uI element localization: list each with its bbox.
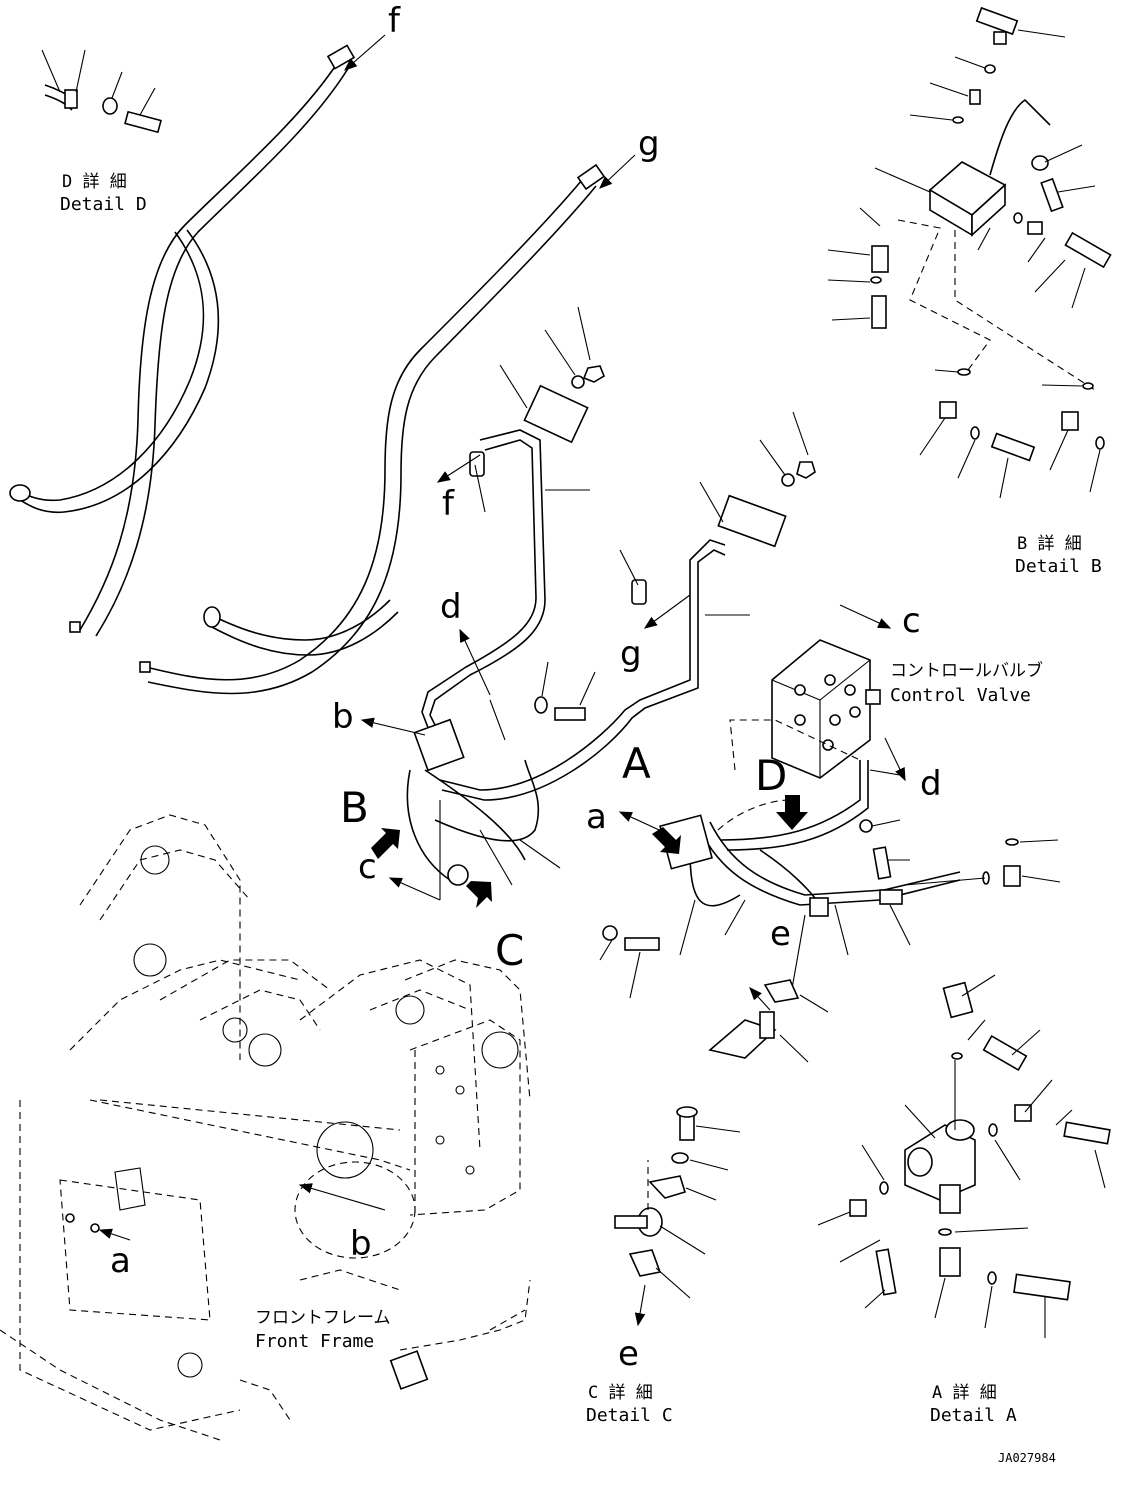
front-frame-label-ja: フロントフレーム [255, 1308, 391, 1328]
detail-d-title-ja: D 詳 細 [62, 172, 127, 192]
control-valve [771, 639, 881, 779]
detail-c-title-en: Detail C [586, 1405, 673, 1426]
callout-b-frame: b [350, 1224, 372, 1264]
callout-D-view: D [755, 751, 787, 800]
callout-B-view: B [340, 783, 369, 832]
callout-b-left: b [332, 697, 354, 737]
callout-e-mid: e [770, 914, 791, 954]
callout-A-view: A [622, 739, 651, 788]
callout-a-mid: a [586, 797, 607, 837]
detail-d-title-en: Detail D [60, 194, 147, 215]
detail-c-title-ja: C 詳 細 [588, 1383, 653, 1403]
detail-c-parts [614, 1106, 741, 1299]
bracket-e [708, 979, 829, 1063]
detail-b-title-en: Detail B [1015, 556, 1102, 577]
callout-d-right: d [920, 764, 942, 804]
callout-c-right: c [902, 601, 921, 641]
detail-b-parts [827, 6, 1112, 499]
front-frame [0, 814, 531, 1441]
detail-d-parts [41, 49, 162, 134]
callout-a-frame: a [110, 1241, 131, 1281]
labels: f g f g d d b b B c C A a a D c e e D 詳 … [60, 1, 1102, 1465]
view-arrow-b [371, 828, 400, 859]
callout-f-top: f [388, 1, 401, 41]
detail-a-right-fittings [904, 838, 1061, 887]
callout-c-left: c [358, 847, 377, 887]
callout-g-mid: g [620, 634, 642, 674]
callout-f-mid: f [442, 484, 455, 524]
control-valve-label-en: Control Valve [890, 685, 1031, 706]
detail-b-title-ja: B 詳 細 [1017, 534, 1082, 554]
control-valve-label-ja: コントロールバルブ [890, 660, 1043, 681]
detail-a-parts [817, 974, 1111, 1338]
view-arrow-d [776, 795, 808, 830]
hose-f [9, 44, 356, 637]
view-arrow-a [652, 827, 681, 854]
detail-a-title-en: Detail A [930, 1405, 1017, 1426]
detail-a-title-ja: A 詳 細 [932, 1383, 997, 1403]
hoses-right [599, 719, 961, 1001]
hose-g [139, 163, 606, 695]
pipe-brackets [439, 306, 816, 900]
callout-C-view: C [495, 926, 524, 975]
callout-d-left: d [440, 587, 462, 627]
front-frame-label-en: Front Frame [255, 1331, 374, 1352]
view-arrow-c [466, 881, 492, 908]
callout-arrows [98, 34, 906, 1327]
pipes-center [406, 429, 726, 886]
callout-e-detail: e [618, 1334, 639, 1374]
drawing-number: JA027984 [998, 1451, 1056, 1465]
callout-g-top: g [638, 124, 660, 164]
